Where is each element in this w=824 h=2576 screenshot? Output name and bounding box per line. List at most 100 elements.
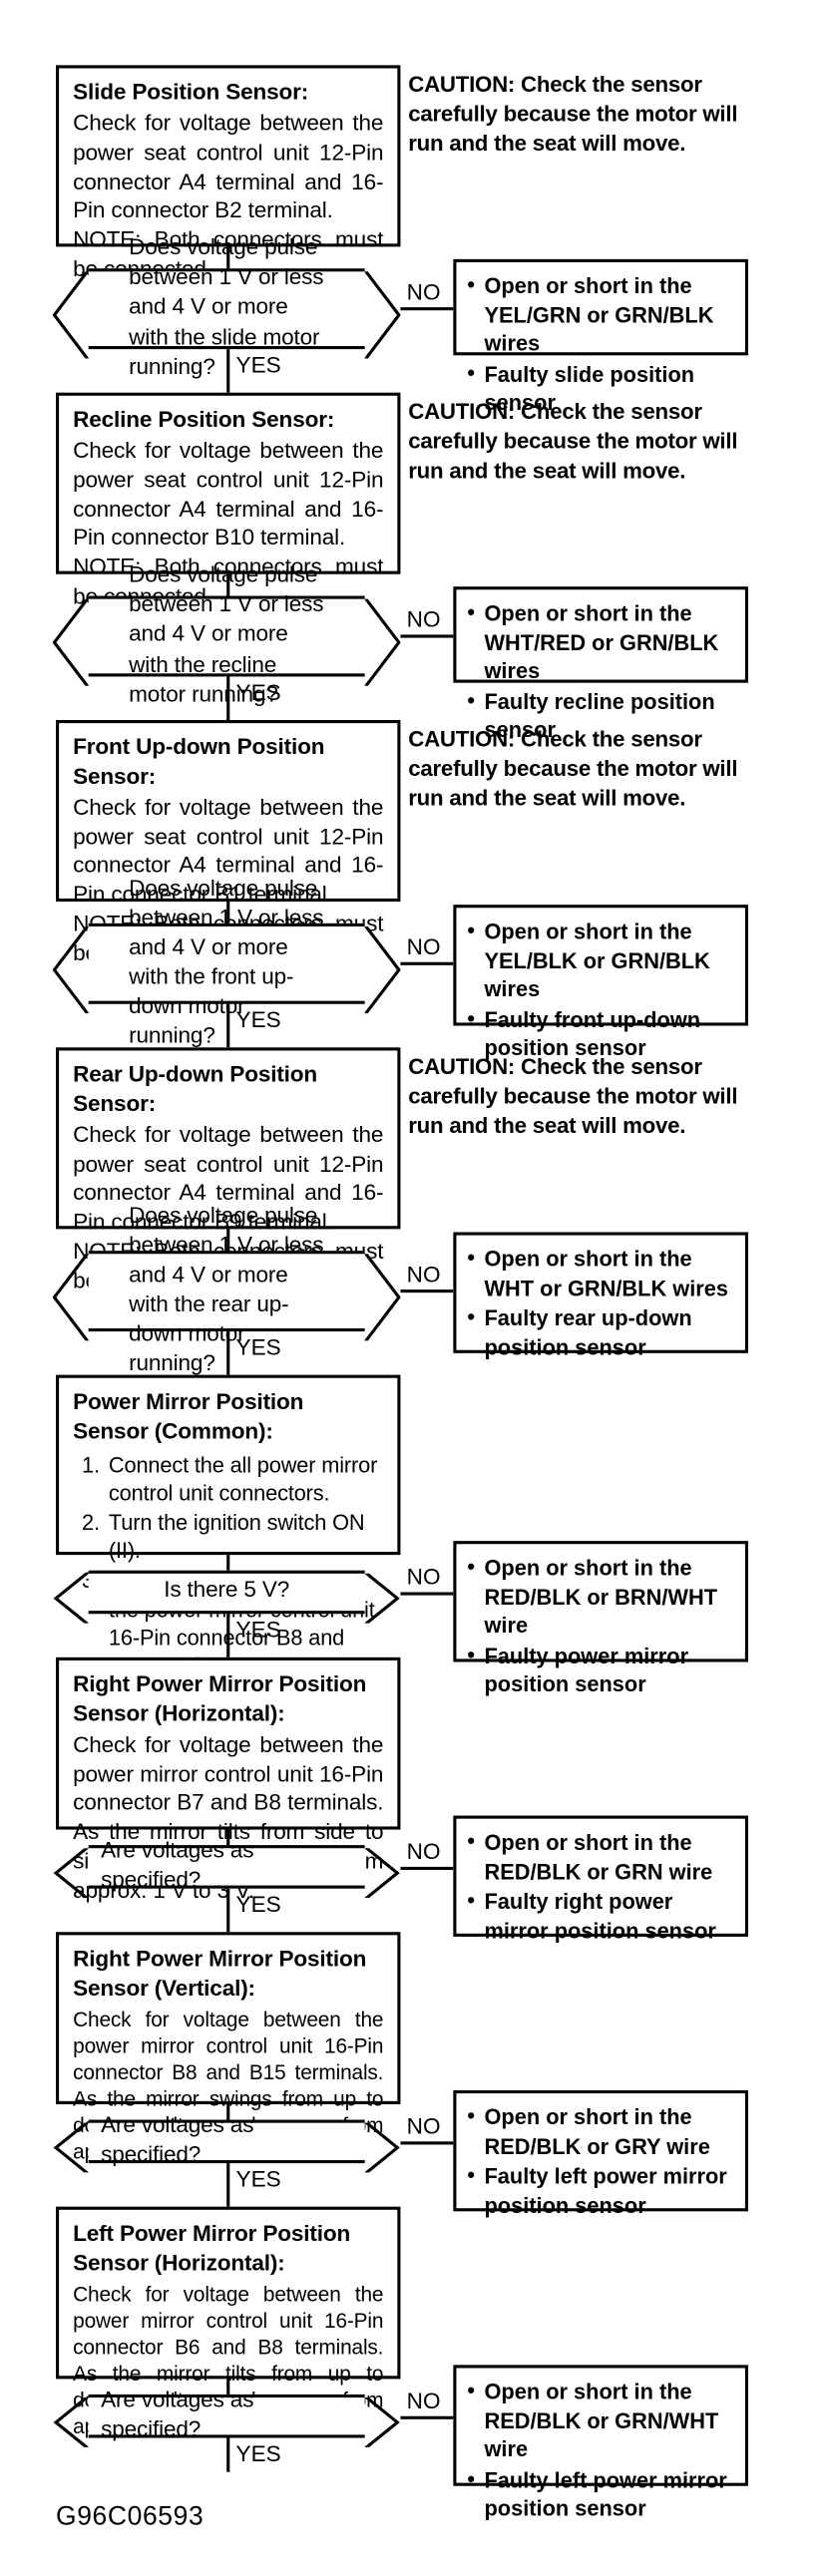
decision-question: Does voltage pulse between 1 V or less a… — [129, 1204, 324, 1377]
action-box-title: Left Power Mirror Position Sensor (Horiz… — [73, 2222, 351, 2277]
hexagon-left-point — [52, 1254, 89, 1341]
action-box-left-power-mirror-horizontal: Left Power Mirror Position Sensor (Horiz… — [56, 2206, 401, 2437]
result-item: Open or short in the YEL/BLK or GRN/BLK … — [467, 916, 732, 1004]
connector-line — [400, 1866, 454, 1871]
connector-line — [226, 1829, 230, 1846]
connector-line — [226, 2379, 230, 2394]
connector-line — [400, 307, 454, 311]
connector-line — [226, 1229, 230, 1252]
decision-recline-position-sensor: Does voltage pulse between 1 V or less a… — [52, 563, 401, 708]
connector-line — [226, 573, 230, 596]
branch-label-no-4: NO — [406, 1263, 441, 1288]
result-item: Faulty recline position sensor — [467, 685, 732, 745]
branch-label-yes-4: YES — [235, 1335, 281, 1361]
connector-line — [226, 1003, 230, 1048]
connector-line — [226, 1331, 230, 1375]
branch-label-yes-7: YES — [235, 2167, 281, 2193]
decision-question: Are voltages as specified? — [101, 2388, 254, 2443]
connector-line — [226, 349, 230, 393]
branch-label-no-1: NO — [406, 280, 441, 306]
hexagon-left-point — [52, 925, 89, 1014]
decision-rear-up-down-position-sensor: Does voltage pulse between 1 V or less a… — [52, 1204, 401, 1377]
hexagon-left-point — [53, 2122, 89, 2173]
connector-line — [226, 1888, 230, 1933]
hexagon-left-point — [52, 598, 89, 686]
result-item: Faulty right power mirror position senso… — [467, 1886, 732, 1945]
result-box-right-power-mirror-horizontal: Open or short in the RED/BLK or GRN wire… — [453, 1815, 749, 1943]
connector-line — [226, 1614, 230, 1657]
decision-question: Are voltages as specified? — [101, 1838, 254, 1894]
connector-line — [226, 2437, 230, 2472]
hexagon-left-point — [52, 271, 89, 359]
caution-note-1: CAUTION: Check the sensor carefully beca… — [408, 73, 738, 158]
decision-left-power-mirror-horizontal: Are voltages as specified? — [53, 2388, 400, 2447]
hexagon-left-point — [53, 1573, 89, 1624]
decision-question: Does voltage pulse between 1 V or less a… — [129, 235, 324, 380]
branch-label-no-3: NO — [406, 935, 441, 961]
action-box-slide-position-sensor: Slide Position Sensor: Check for voltage… — [56, 65, 401, 282]
branch-label-no-5: NO — [406, 1566, 441, 1591]
connector-line — [226, 2103, 230, 2120]
result-item: Faulty front up-down position sensor — [467, 1003, 732, 1063]
connector-line — [400, 1592, 454, 1596]
connector-line — [400, 2141, 454, 2145]
hexagon-right-point — [364, 925, 401, 1014]
branch-label-yes-8: YES — [235, 2442, 281, 2468]
action-box-title: Recline Position Sensor: — [73, 408, 335, 434]
hexagon-right-point — [364, 1254, 401, 1341]
decision-right-power-mirror-vertical: Are voltages as specified? — [53, 2113, 400, 2173]
connector-line — [226, 2163, 230, 2207]
result-box-right-power-mirror-vertical: Open or short in the RED/BLK or GRY wire… — [453, 2089, 749, 2217]
connector-line — [226, 902, 230, 923]
flowchart-canvas: Slide Position Sensor: Check for voltage… — [0, 0, 776, 2576]
numbered-step: Connect the all power mirror control uni… — [106, 1450, 384, 1507]
caution-note-2: CAUTION: Check the sensor carefully beca… — [408, 400, 738, 485]
action-box-right-power-mirror-horizontal: Right Power Mirror Position Sensor (Hori… — [56, 1656, 401, 1904]
result-box-front-up-down-position-sensor: Open or short in the YEL/BLK or GRN/BLK … — [453, 905, 749, 1060]
result-item: Open or short in the WHT or GRN/BLK wire… — [467, 1243, 732, 1302]
connector-line — [226, 246, 230, 269]
result-item: Faulty left power mirror position sensor — [467, 2160, 732, 2220]
decision-question: Does voltage pulse between 1 V or less a… — [129, 563, 324, 708]
decision-question: Are voltages as specified? — [101, 2113, 254, 2168]
caution-note-3: CAUTION: Check the sensor carefully beca… — [408, 727, 738, 812]
result-box-recline-position-sensor: Open or short in the WHT/RED or GRN/BLK … — [453, 586, 749, 742]
result-item: Open or short in the RED/BLK or BRN/WHT … — [467, 1552, 732, 1641]
hexagon-left-point — [53, 2397, 89, 2447]
action-box-right-power-mirror-vertical: Right Power Mirror Position Sensor (Vert… — [56, 1932, 401, 2163]
result-item: Open or short in the RED/BLK or GRN wire — [467, 1826, 732, 1886]
decision-question: Does voltage pulse between 1 V or less a… — [129, 877, 324, 1050]
hexagon-right-point — [364, 598, 401, 686]
hexagon-right-point — [364, 1573, 401, 1624]
connector-line — [400, 2415, 454, 2419]
result-item: Faulty rear up-down position sensor — [467, 1302, 732, 1361]
action-box-title: Slide Position Sensor: — [73, 80, 309, 106]
action-box-title: Right Power Mirror Position Sensor (Vert… — [73, 1947, 367, 2003]
result-box-power-mirror-position-sensor-common: Open or short in the RED/BLK or BRN/WHT … — [453, 1541, 749, 1696]
numbered-step: Turn the ignition switch ON (II). — [106, 1509, 384, 1566]
hexagon-right-point — [364, 271, 401, 359]
connector-line — [400, 961, 454, 965]
result-box-left-power-mirror-horizontal: Open or short in the RED/BLK or GRN/WHT … — [453, 2365, 749, 2521]
result-item: Faulty left power mirror position sensor — [467, 2464, 732, 2523]
result-item: Open or short in the RED/BLK or GRY wire — [467, 2101, 732, 2160]
connector-line — [400, 1289, 454, 1293]
action-box-body: Check for voltage between the power seat… — [73, 795, 384, 909]
action-box-body: Check for voltage between the power seat… — [73, 1123, 384, 1236]
action-box-title: Right Power Mirror Position Sensor (Hori… — [73, 1672, 367, 1727]
branch-label-yes-1: YES — [235, 353, 281, 379]
branch-label-yes-2: YES — [235, 681, 281, 706]
action-box-body: Check for voltage between the power seat… — [73, 439, 384, 552]
hexagon-right-point — [364, 2397, 401, 2447]
result-item: Open or short in the YEL/GRN or GRN/BLK … — [467, 270, 732, 358]
hexagon-right-point — [364, 1848, 401, 1899]
result-box-slide-position-sensor: Open or short in the YEL/GRN or GRN/BLK … — [453, 258, 749, 415]
result-item: Faulty slide position sensor — [467, 358, 732, 418]
branch-label-no-6: NO — [406, 1840, 441, 1866]
hexagon-right-point — [364, 2122, 401, 2173]
caution-note-4: CAUTION: Check the sensor carefully beca… — [408, 1055, 738, 1140]
decision-front-up-down-position-sensor: Does voltage pulse between 1 V or less a… — [52, 877, 401, 1050]
decision-power-mirror-position-sensor-common: Is there 5 V? — [53, 1570, 400, 1624]
branch-label-no-7: NO — [406, 2114, 441, 2140]
figure-code: G96C06593 — [56, 2501, 205, 2531]
